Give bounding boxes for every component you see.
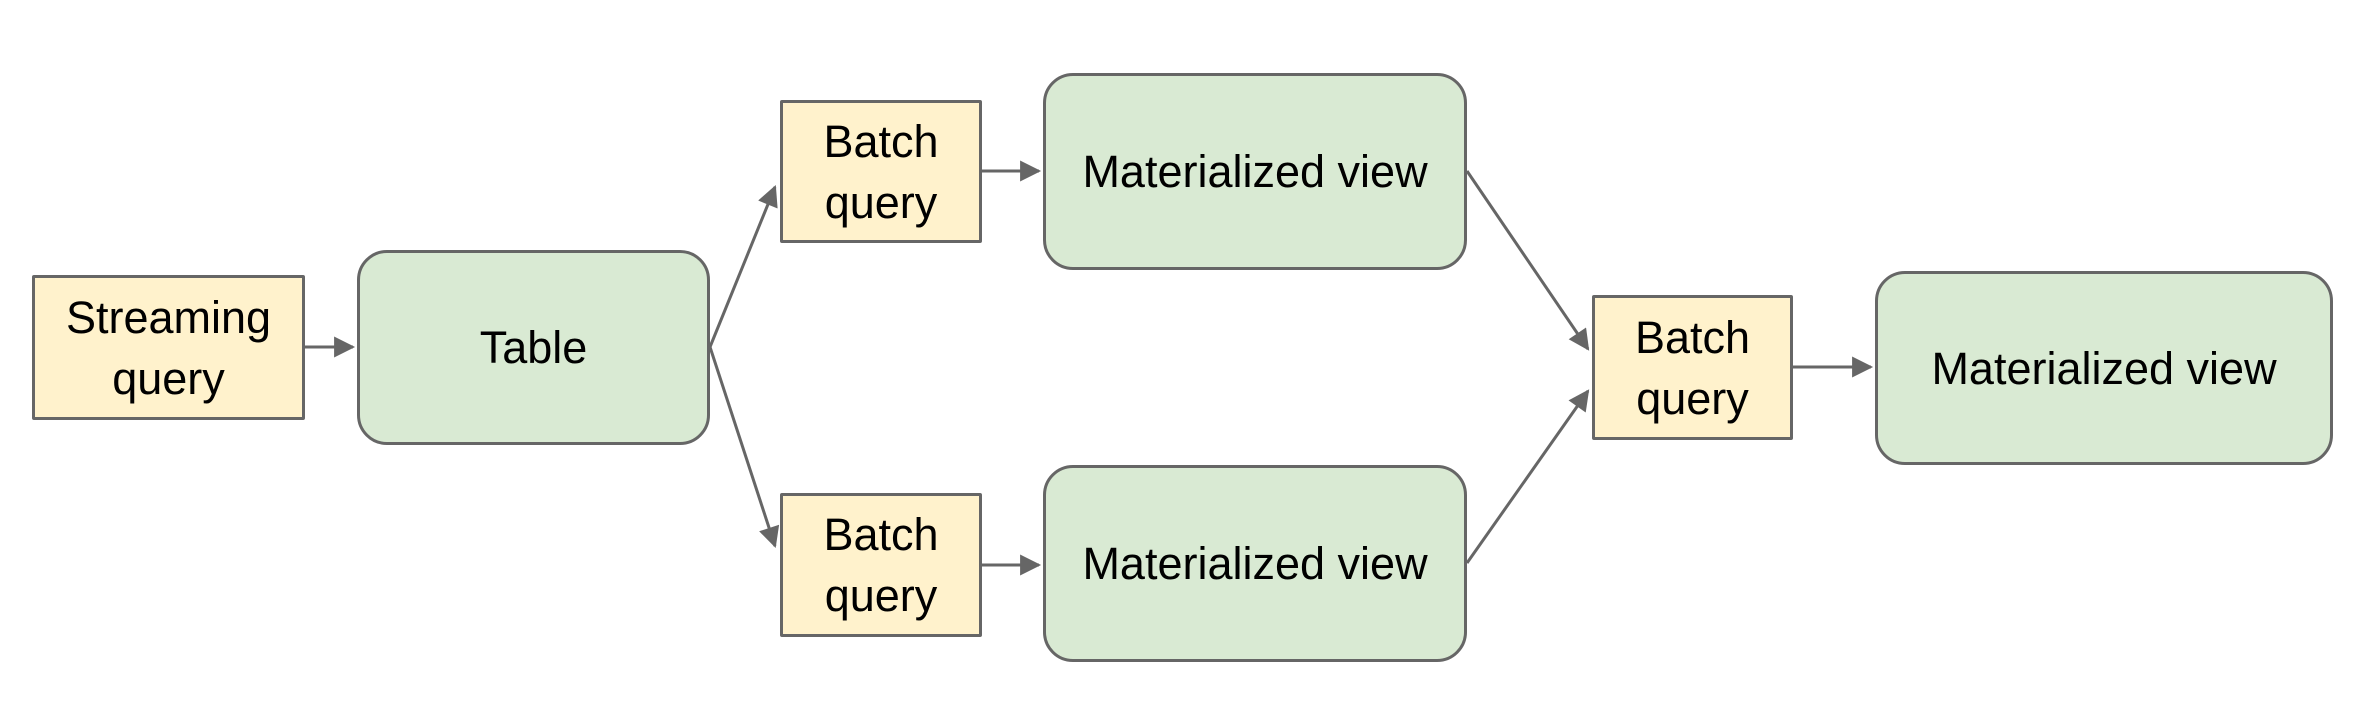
- node-materialized-view-final: Materialized view: [1875, 271, 2333, 465]
- node-materialized-view-final-label: Materialized view: [1931, 342, 2277, 394]
- node-streaming-query: Streaming query: [32, 275, 305, 420]
- node-batch-query-right: Batch query: [1592, 295, 1793, 440]
- edge-mv-bottom-to-batch-right: [1465, 389, 1590, 564]
- node-materialized-view-top: Materialized view: [1043, 73, 1467, 270]
- edge-mv-top-to-batch-right: [1465, 170, 1590, 351]
- node-materialized-view-bottom-label: Materialized view: [1082, 538, 1428, 589]
- node-batch-query-bottom: Batch query: [780, 493, 982, 637]
- node-streaming-query-label: Streaming query: [65, 291, 272, 404]
- node-materialized-view-top-label: Materialized view: [1082, 146, 1428, 197]
- node-batch-query-right-label: Batch query: [1634, 311, 1751, 424]
- edge-table-to-batch-bottom: [708, 346, 780, 548]
- node-table-label: Table: [479, 322, 588, 373]
- node-table: Table: [357, 250, 710, 445]
- node-batch-query-bottom-label: Batch query: [823, 509, 939, 621]
- node-batch-query-top: Batch query: [780, 100, 982, 243]
- edge-table-to-batch-top: [708, 185, 778, 348]
- node-batch-query-top-label: Batch query: [823, 115, 939, 228]
- node-materialized-view-bottom: Materialized view: [1043, 465, 1467, 662]
